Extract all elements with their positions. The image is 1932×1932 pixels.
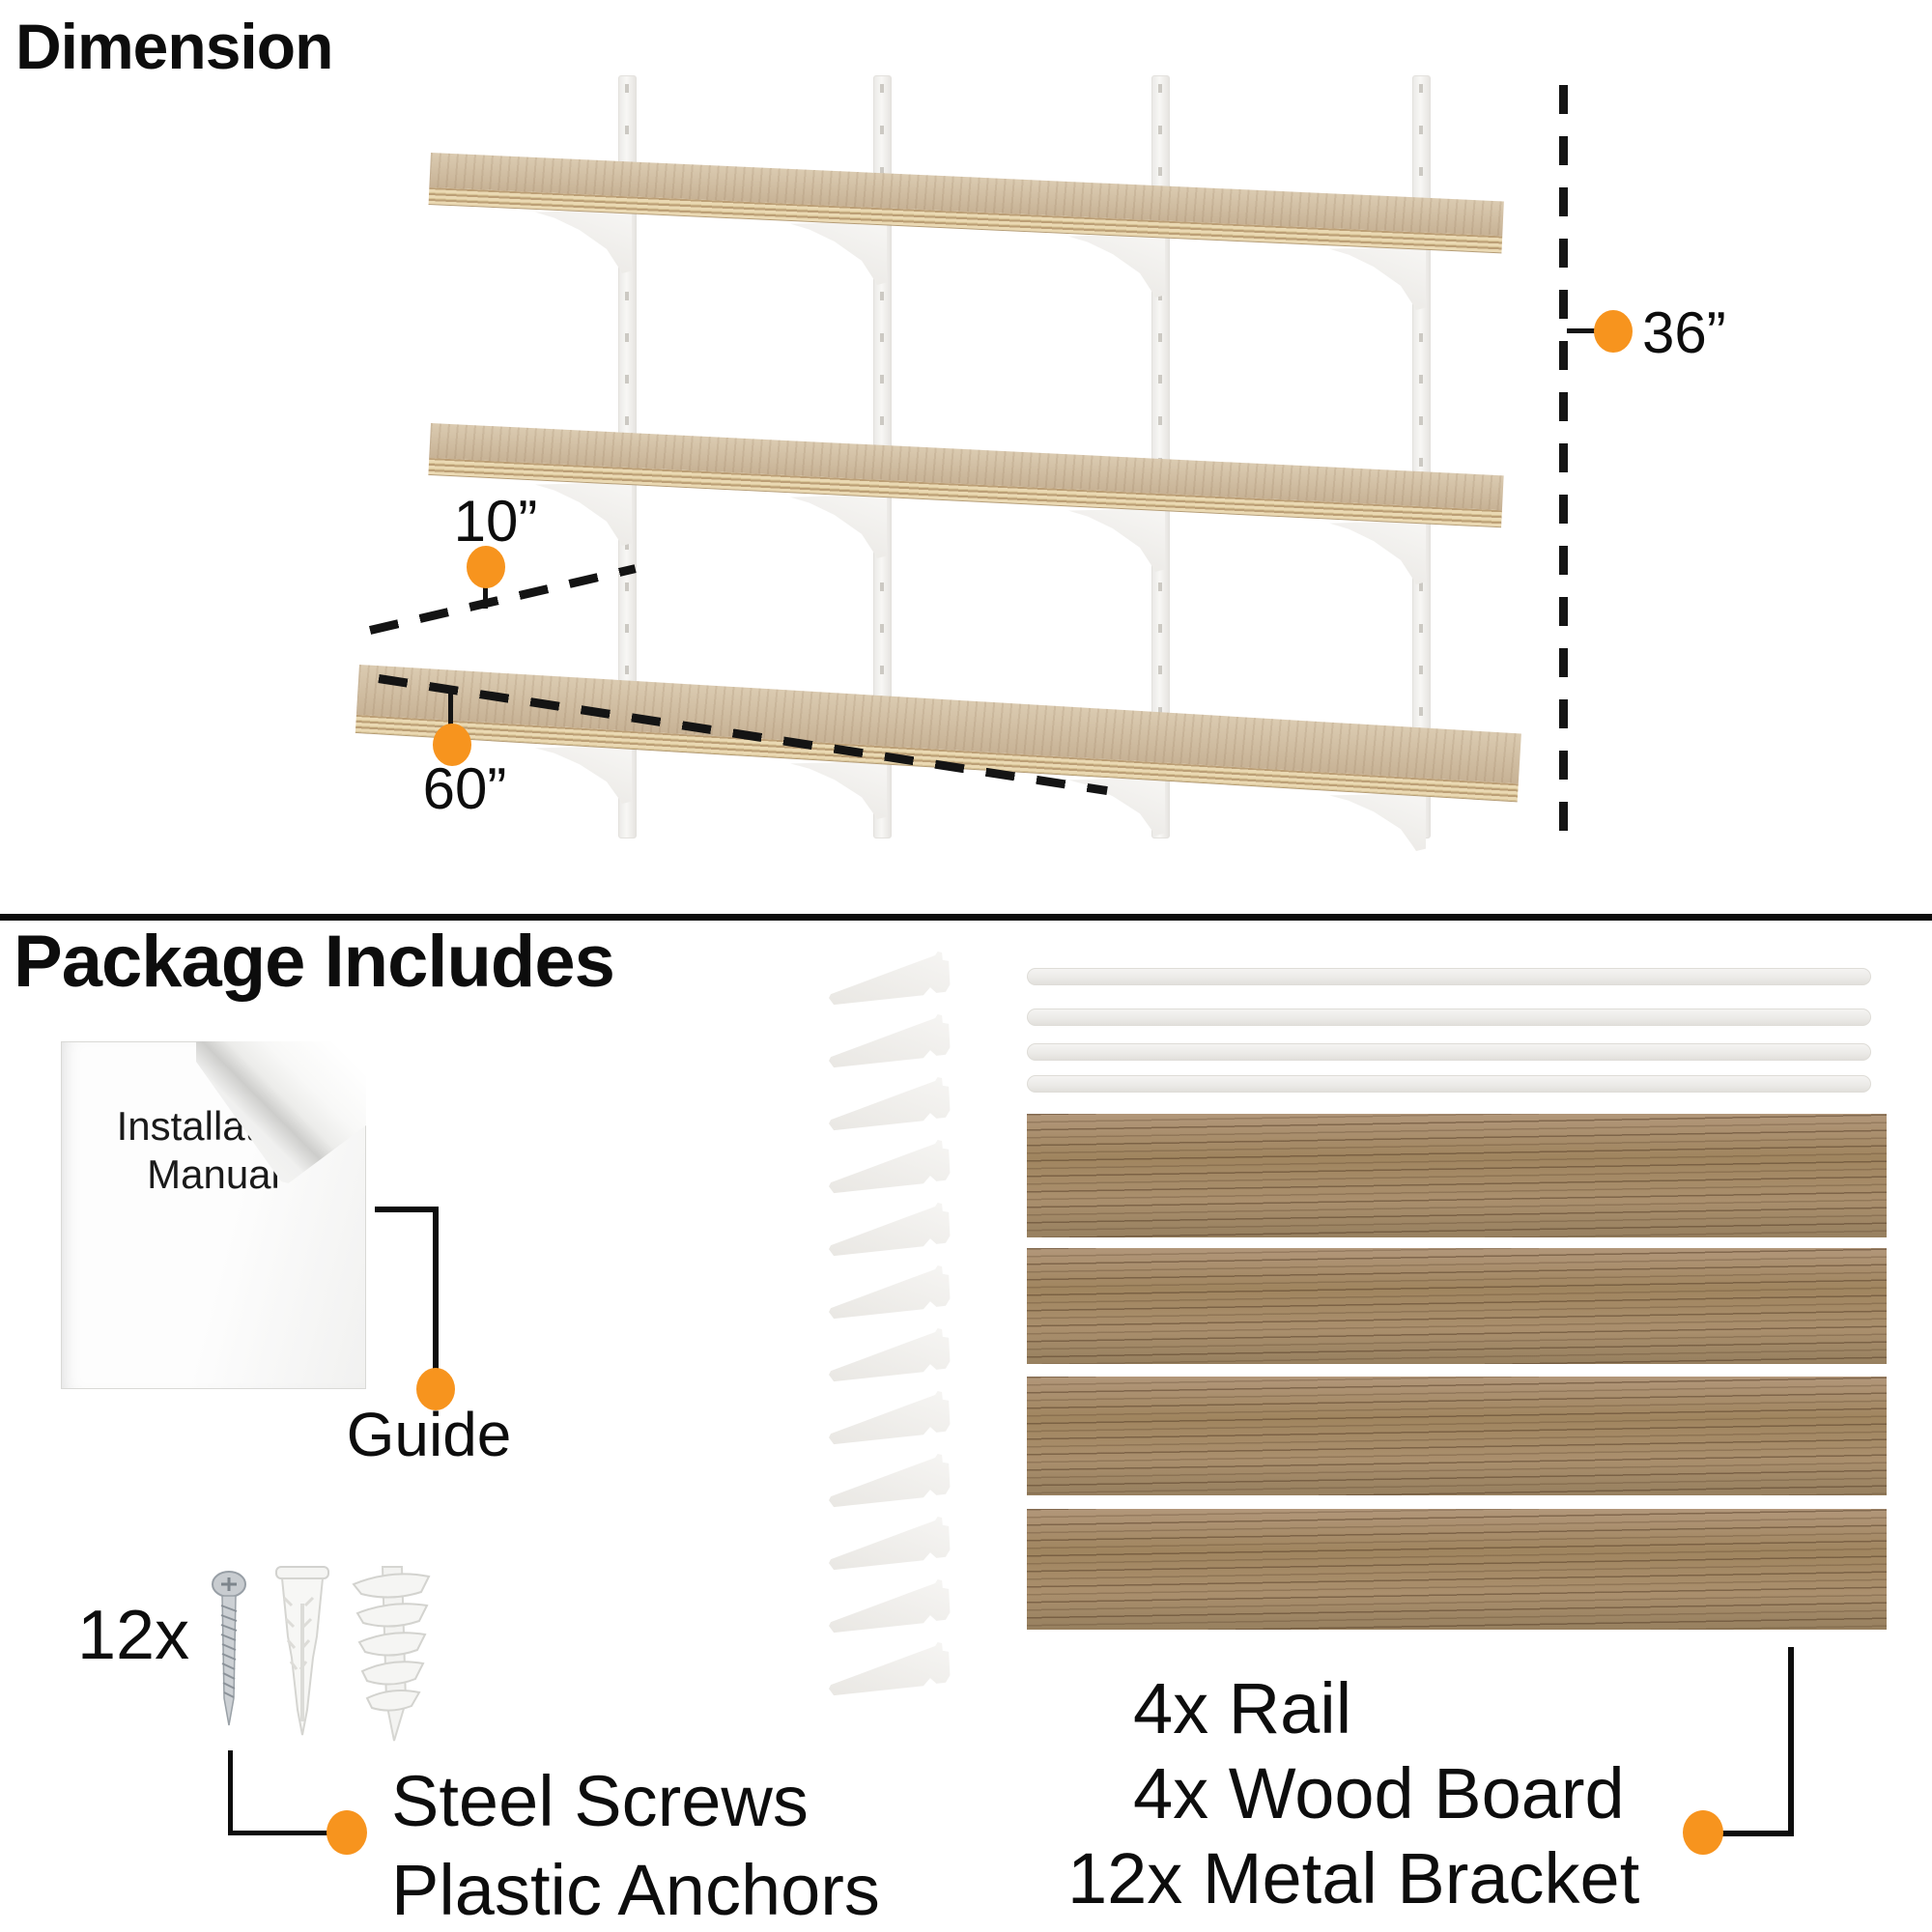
package-section-title: Package Includes — [14, 921, 615, 1003]
height-dimension-dashed-line — [1559, 85, 1568, 838]
parts-dot — [1683, 1810, 1723, 1855]
shelf-bracket-icon — [1068, 508, 1165, 572]
shelf-bracket-icon — [790, 761, 887, 819]
wood-board-part — [1027, 1248, 1887, 1364]
guide-connector-line — [375, 1207, 439, 1212]
height-dimension-label: 36” — [1642, 300, 1726, 365]
dimension-section-title: Dimension — [15, 11, 333, 82]
shelf-bracket-icon — [535, 210, 632, 273]
shelf-bracket-icon — [1329, 246, 1426, 310]
height-dimension-tick — [1567, 328, 1600, 333]
rail-part — [1027, 1009, 1871, 1026]
wood-board-part — [1027, 1114, 1887, 1237]
metal-bracket-icon — [829, 1517, 951, 1571]
wood-board-part — [1027, 1377, 1887, 1495]
installation-manual: Installation Manual — [61, 1041, 366, 1389]
manual-line2: Manual — [147, 1151, 280, 1197]
fastener-dot — [327, 1810, 367, 1855]
depth-dimension-tick — [483, 572, 488, 609]
guide-connector-line — [433, 1207, 439, 1371]
steel-screw-icon — [212, 1571, 246, 1726]
width-dimension-label: 60” — [422, 756, 507, 821]
metal-bracket-icon — [829, 1077, 951, 1131]
metal-bracket-icon — [829, 952, 951, 1006]
middle-shelf-illustration — [428, 423, 1504, 528]
metal-bracket-icon — [829, 1579, 951, 1634]
shelf-bracket-icon — [535, 746, 632, 804]
fastener-label-line1: Steel Screws — [391, 1761, 809, 1841]
metal-bracket-icon — [829, 1140, 951, 1194]
width-dimension-dot — [433, 724, 471, 766]
rail-part — [1027, 1043, 1871, 1061]
wood-board-part-label: 4x Wood Board — [1133, 1753, 1625, 1833]
metal-bracket-icon — [829, 1328, 951, 1382]
guide-label: Guide — [346, 1400, 512, 1469]
rail-part — [1027, 1075, 1871, 1093]
fastener-connector-line — [228, 1831, 334, 1835]
height-dimension-dot — [1594, 310, 1633, 353]
parts-connector-line — [1716, 1831, 1794, 1836]
width-dimension-tick — [448, 692, 453, 726]
plastic-anchor-icon — [275, 1566, 329, 1736]
depth-dimension-dot — [467, 546, 505, 588]
shelf-bracket-icon — [1329, 793, 1426, 851]
rail-part-label: 4x Rail — [1133, 1668, 1352, 1748]
wood-board-part — [1027, 1509, 1887, 1630]
shelf-bracket-icon — [1068, 234, 1165, 298]
metal-bracket-icon — [829, 1642, 951, 1696]
wall-rail-illustration-4 — [1412, 75, 1431, 838]
guide-dot — [416, 1368, 455, 1410]
parts-connector-line — [1788, 1647, 1794, 1836]
depth-dimension-label: 10” — [453, 489, 538, 554]
metal-bracket-icon — [829, 1265, 951, 1320]
metal-bracket-icon — [829, 1203, 951, 1257]
metal-bracket-part-label: 12x Metal Bracket — [1067, 1838, 1640, 1918]
rail-part — [1027, 968, 1871, 985]
self-drilling-anchor-icon — [352, 1566, 431, 1742]
shelf-bracket-icon — [790, 495, 887, 558]
shelf-bracket-icon — [790, 221, 887, 285]
fastener-count-label: 12x — [77, 1597, 190, 1674]
metal-bracket-icon — [829, 1454, 951, 1508]
section-divider — [0, 914, 1932, 921]
metal-bracket-icon — [829, 1391, 951, 1445]
fastener-connector-line — [228, 1750, 233, 1835]
top-shelf-illustration — [428, 153, 1504, 254]
shelf-bracket-icon — [1329, 521, 1426, 584]
fastener-label-line2: Plastic Anchors — [391, 1850, 880, 1930]
metal-bracket-icon — [829, 1014, 951, 1068]
